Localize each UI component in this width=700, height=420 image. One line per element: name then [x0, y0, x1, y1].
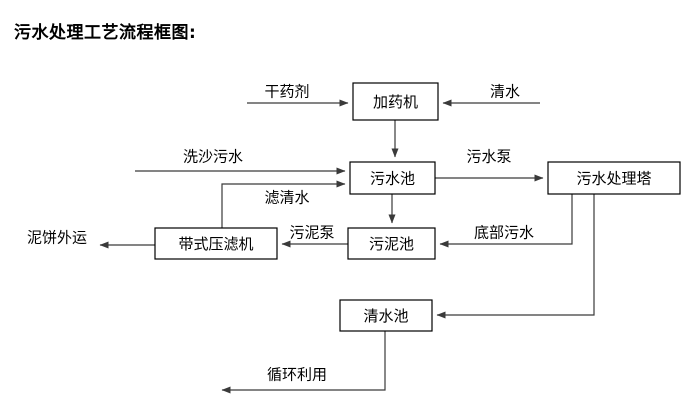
node-box-treatment_tower: [547, 161, 681, 195]
node-label-sewage_pool: 污水池: [370, 170, 415, 188]
edge-tower-to-clean-water-pool: [436, 194, 595, 319]
node-label-treatment_tower: 污水处理塔: [576, 170, 651, 188]
terminal-label-dry_chemical: 干药剂: [264, 83, 309, 101]
node-box-clean_water_pool: [339, 299, 433, 332]
edge-layer: [99, 99, 595, 394]
node-box-sludge_pool: [347, 227, 436, 260]
edge-filtered-to-sewage-pool: [221, 180, 346, 228]
terminal-label-wash_sand_water: 洗沙污水: [183, 148, 243, 166]
node-treatment_tower[interactable]: 污水处理塔: [547, 161, 681, 195]
node-label-sludge_pool: 污泥池: [369, 235, 414, 253]
node-label-belt_filter_press: 带式压滤机: [178, 235, 253, 253]
node-clean_water_pool[interactable]: 清水池: [339, 299, 433, 332]
node-box-dosing_machine: [352, 82, 439, 121]
terminal-label-mud_cake_out: 泥饼外运: [27, 229, 87, 247]
node-sewage_pool[interactable]: 污水池: [349, 161, 436, 195]
node-label-dosing_machine: 加药机: [373, 93, 418, 111]
edge-label-recycle_reuse: 循环利用: [267, 366, 327, 384]
edge-label-sewage_pump: 污水泵: [466, 148, 511, 166]
node-dosing_machine[interactable]: 加药机: [352, 82, 439, 121]
node-label-clean_water_pool: 清水池: [363, 307, 408, 325]
node-sludge_pool[interactable]: 污泥池: [347, 227, 436, 260]
edge-label-filtered_water: 滤清水: [264, 189, 309, 207]
edge-label-sludge_pump: 污泥泵: [289, 224, 334, 242]
edge-tower-to-sludge-pool: [439, 194, 573, 248]
edge-label-bottom_sewage: 底部污水: [474, 224, 534, 242]
page-title: 污水处理工艺流程框图:: [14, 23, 197, 43]
node-box-sewage_pool: [349, 161, 436, 195]
node-belt_filter_press[interactable]: 带式压滤机: [154, 227, 278, 260]
node-box-belt_filter_press: [154, 227, 278, 260]
terminal-label-clean_water_in: 清水: [490, 83, 520, 101]
edge-clean-water-pool-recycle: [221, 331, 386, 394]
